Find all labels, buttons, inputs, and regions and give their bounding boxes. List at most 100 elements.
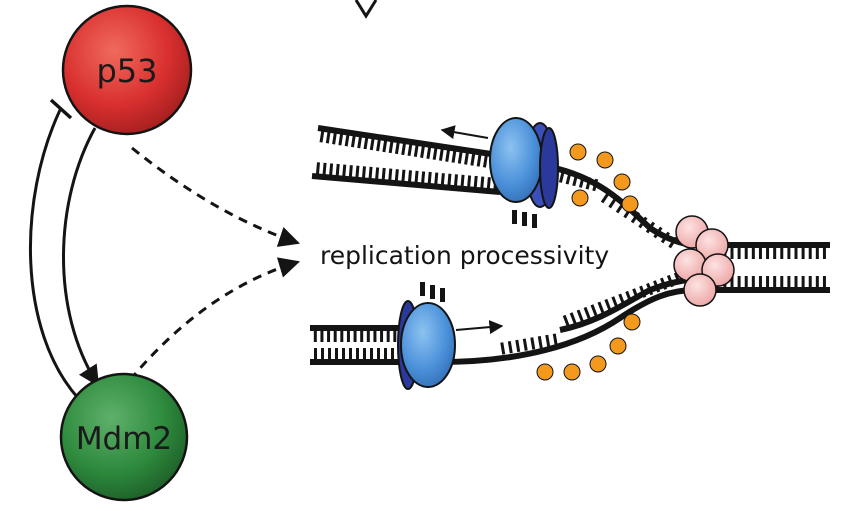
top-arrow-fragment <box>354 0 378 19</box>
dna-base-rung <box>473 175 478 191</box>
dna-base-rung <box>659 277 668 290</box>
dna-base-rung <box>466 175 472 190</box>
dna-base-rung <box>590 304 598 317</box>
replication-fork <box>310 117 830 390</box>
dna-base-rung <box>578 175 585 188</box>
dna-base-rung <box>434 172 439 187</box>
dna-base-rung <box>545 334 551 348</box>
ssb-protein-dot <box>623 313 641 331</box>
dna-base-rung <box>350 133 357 148</box>
dna-base-rung <box>319 128 325 143</box>
ssb-protein-dot <box>563 363 581 381</box>
ssb-protein-dot <box>621 195 639 213</box>
upper-direction-arrow <box>440 125 489 140</box>
upper-daughter-duplex <box>311 125 501 195</box>
ssb-protein-dot <box>589 355 607 373</box>
dna-base-rung <box>611 296 619 309</box>
dna-base-rung <box>552 333 558 346</box>
p53-node: p53 <box>61 4 193 136</box>
lower-nascent-strand <box>559 276 696 333</box>
dna-base-rung <box>388 168 393 183</box>
dna-base-rung <box>632 288 640 301</box>
dna-base-rung <box>381 167 386 183</box>
dna-base-rung <box>394 139 401 155</box>
dna-base-rung <box>515 339 521 353</box>
mdm2-inhibits-p53-edge <box>28 109 80 399</box>
dna-base-rung <box>600 191 610 204</box>
dna-base-rung <box>348 165 353 180</box>
dna-base-rung <box>394 169 399 184</box>
dna-base-rung <box>420 171 426 186</box>
dna-base-rung <box>500 342 506 355</box>
dna-base-rung <box>407 170 412 185</box>
mdm2-circle <box>59 372 189 502</box>
dna-base-rung <box>328 163 334 178</box>
p53-label: p53 <box>96 52 157 90</box>
dna-base-rung <box>486 177 491 192</box>
dna-base-rung <box>530 337 536 350</box>
ssb-protein-dot <box>596 151 614 169</box>
dna-base-rung <box>630 211 640 224</box>
mdm2-to-processivity-arrow <box>128 257 301 381</box>
dna-base-rung <box>413 142 419 158</box>
dna-base-rung <box>576 309 584 322</box>
dna-base-rung <box>673 272 681 285</box>
dna-base-rung <box>407 141 413 157</box>
dna-base-rung <box>344 132 350 147</box>
dna-base-rung <box>368 166 373 181</box>
dna-base-rung <box>401 140 407 156</box>
dna-base-rung <box>597 301 605 314</box>
dna-base-rung <box>604 298 612 312</box>
ssb-protein-dot <box>571 189 589 207</box>
process-label: replication processivity <box>320 241 609 270</box>
dna-base-rung <box>457 149 463 164</box>
dna-base-rung <box>653 280 661 293</box>
dna-base-rung <box>382 137 388 153</box>
dna-base-rung <box>376 136 382 152</box>
dna-base-rung <box>666 274 675 288</box>
lower-direction-arrow <box>455 320 504 335</box>
dna-base-rung <box>645 221 655 234</box>
dna-base-rung <box>426 144 432 159</box>
ssb-protein-dot <box>536 363 554 381</box>
dna-base-rung <box>460 174 465 189</box>
dna-base-rung <box>363 135 369 150</box>
mdm2-node: Mdm2 <box>59 372 189 502</box>
inhibition-bar <box>49 98 73 120</box>
dna-base-rung <box>562 314 570 328</box>
lower-polymerase <box>397 282 504 390</box>
p53-activates-mdm2-edge <box>62 127 100 387</box>
dna-base-rung <box>558 170 565 183</box>
dna-base-rung <box>482 153 489 168</box>
dna-base-rung <box>639 285 647 298</box>
dna-base-rung <box>447 173 452 188</box>
dna-base-rung <box>668 236 678 249</box>
dna-base-rung <box>618 293 626 306</box>
dna-base-rung <box>625 290 633 304</box>
ssb-proteins <box>536 143 641 381</box>
mdm2-label: Mdm2 <box>76 421 172 457</box>
dna-base-rung <box>325 129 331 144</box>
dna-base-rung <box>480 176 485 191</box>
dna-base-rung <box>432 145 438 160</box>
upper-nucleotides <box>512 210 537 228</box>
dna-base-rung <box>401 169 406 184</box>
dna-base-rung <box>445 147 451 162</box>
dna-base-rung <box>361 166 366 181</box>
ssb-protein-dot <box>609 337 627 355</box>
dna-base-rung <box>451 148 457 163</box>
dna-base-rung <box>583 306 591 320</box>
dna-base-rung <box>470 151 476 166</box>
dna-base-rung <box>357 134 363 149</box>
dna-base-rung <box>569 312 577 325</box>
dna-base-rung <box>427 171 432 187</box>
dna-base-rung <box>476 152 482 167</box>
upper-polymerase-body <box>489 117 543 203</box>
upper-polymerase <box>440 117 559 228</box>
dna-base-rung <box>608 196 618 209</box>
dna-base-rung <box>335 163 340 179</box>
dna-base-rung <box>585 177 592 190</box>
lower-polymerase-body <box>400 302 456 388</box>
dna-base-rung <box>322 162 327 177</box>
